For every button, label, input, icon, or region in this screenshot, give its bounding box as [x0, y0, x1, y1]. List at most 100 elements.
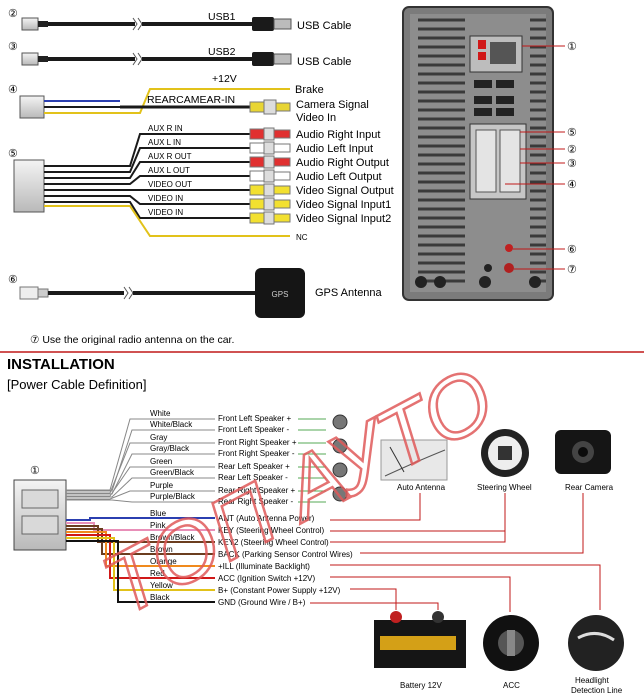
gps-antenna-icon — [255, 268, 305, 318]
usb1-plug-icon — [21, 17, 39, 31]
callout-6: ⑥ — [8, 274, 18, 286]
power-wire-color: Red — [150, 569, 165, 578]
power-wire-label: ANT (Auto Antenna Power) — [218, 514, 315, 523]
power-wire-label: BACK (Parking Sensor Control Wires) — [218, 550, 353, 559]
camera-desc-1: Camera Signal — [296, 99, 369, 111]
unit-callout: ⑤ — [567, 127, 577, 139]
usb2-plug-icon — [21, 52, 39, 66]
av-wire-desc: Audio Left Input — [296, 143, 373, 155]
speaker-wire-color: Gray/Black — [150, 444, 190, 453]
rca-plug-icon — [273, 157, 291, 167]
power-wire-label: KEY (Steering Wheel Control) — [218, 526, 324, 535]
usb1-row: ② USB1 USB Cable — [8, 8, 351, 32]
speaker-label: Front Left Speaker - — [218, 425, 289, 434]
speaker-label: Front Right Speaker - — [218, 449, 295, 458]
callout-2: ② — [8, 8, 18, 20]
acc-device: ACC — [483, 615, 539, 690]
rca-plug-icon — [249, 198, 265, 210]
power-wire-color: Brown — [150, 545, 173, 554]
speaker-wire-color: Gray — [150, 433, 167, 442]
brake-plug-icon — [19, 95, 45, 119]
usb2-connector-icon — [252, 52, 274, 66]
steering-wheel-device: Steering Wheel — [477, 429, 532, 492]
rca-plug-icon — [273, 143, 291, 153]
power-connector-icon — [478, 40, 486, 49]
av-wire-desc: Video Signal Output — [296, 185, 394, 197]
speaker-label: Rear Right Speaker + — [218, 486, 295, 495]
rear-camera-device: Rear Camera — [555, 430, 614, 492]
rca-plug-icon — [263, 183, 275, 197]
speaker-wire-color: Purple — [150, 481, 174, 490]
gps-desc: GPS Antenna — [315, 287, 383, 299]
av-wire-label: VIDEO OUT — [148, 180, 192, 189]
power-wire-label: ACC (Ignition Switch +12V) — [218, 574, 315, 583]
power-wire-label: KEY2 (Steering Wheel Control) — [218, 538, 329, 547]
av-wire-desc: Audio Right Output — [296, 157, 389, 169]
gps-plug-icon — [19, 286, 39, 300]
battery-label: Battery 12V — [400, 681, 442, 690]
rca-plug-icon — [263, 197, 275, 211]
usb1-desc: USB Cable — [297, 20, 351, 32]
unit-callout: ① — [567, 41, 577, 53]
wire-break-icon — [123, 286, 134, 300]
unit-callout: ② — [567, 144, 577, 156]
av-plug-icon — [13, 159, 45, 213]
rca-plug-icon — [249, 212, 265, 224]
install-subtitle: [Power Cable Definition] — [7, 377, 146, 392]
camera-in-label: REARCAMEAR-IN — [147, 94, 235, 106]
usb2-plug-icon — [38, 56, 48, 62]
usb2-connector-icon — [273, 53, 292, 65]
power-wire-color: Brown/Black — [150, 533, 195, 542]
rca-plug-icon — [273, 129, 291, 139]
av-wire-label: AUX R OUT — [148, 152, 192, 161]
power-wire-color: Orange — [150, 557, 177, 566]
headlight-device: Headlight Detection Line — [568, 615, 624, 695]
speaker-icon — [332, 414, 348, 430]
auto-antenna-device: Auto Antenna — [380, 439, 448, 492]
speaker-label: Rear Left Speaker + — [218, 462, 290, 471]
rca-plug-icon — [273, 213, 291, 223]
speaker-label: Front Left Speaker + — [218, 414, 291, 423]
callout-3: ③ — [8, 41, 18, 53]
nc-label: NC — [296, 233, 308, 242]
usb1-connector-icon — [252, 17, 274, 31]
rca-plug-icon — [249, 170, 265, 182]
power-wire-label: +ILL (Illuminate Backlight) — [218, 562, 310, 571]
rca-plug-icon — [249, 128, 265, 140]
unit-callout: ⑥ — [567, 244, 577, 256]
steering-wheel-label: Steering Wheel — [477, 483, 532, 492]
speaker-wire-color: White — [150, 409, 171, 418]
speaker-label: Front Right Speaker + — [218, 438, 297, 447]
power-wire-color: Black — [150, 593, 171, 602]
brake-volt: +12V — [212, 73, 237, 85]
auto-antenna-label: Auto Antenna — [397, 483, 446, 492]
headlight-label-1: Headlight — [575, 676, 610, 685]
rca-plug-icon — [263, 141, 275, 155]
usb1-connector-icon — [273, 18, 292, 30]
speaker-wire-color: Green — [150, 457, 172, 466]
rca-plug-icon — [249, 156, 265, 168]
unit-callout: ③ — [567, 158, 577, 170]
callout-4: ④ — [8, 84, 18, 96]
usb2-label: USB2 — [208, 46, 236, 58]
speaker-wire-color: Green/Black — [150, 468, 195, 477]
rca-plug-icon — [273, 171, 291, 181]
power-wire-color: Blue — [150, 509, 167, 518]
antenna-note: ⑦ Use the original radio antenna on the … — [30, 334, 234, 346]
av-wire-desc: Audio Left Output — [296, 171, 382, 183]
av-wire-desc: Audio Right Input — [296, 129, 380, 141]
usb1-label: USB1 — [208, 11, 236, 23]
speaker-label: Rear Left Speaker - — [218, 473, 288, 482]
rca-plug-icon — [273, 185, 291, 195]
camera-desc-2: Video In — [296, 112, 336, 124]
speaker-icon — [332, 438, 348, 454]
rca-plug-icon — [249, 142, 265, 154]
callout-5: ⑤ — [8, 148, 18, 160]
speaker-label: Rear Right Speaker - — [218, 497, 293, 506]
harness-callout-1: ① — [30, 465, 40, 477]
power-wire-label: B+ (Constant Power Supply +12V) — [218, 586, 341, 595]
usb1-plug-icon — [38, 21, 48, 27]
battery-device: Battery 12V — [374, 611, 466, 690]
